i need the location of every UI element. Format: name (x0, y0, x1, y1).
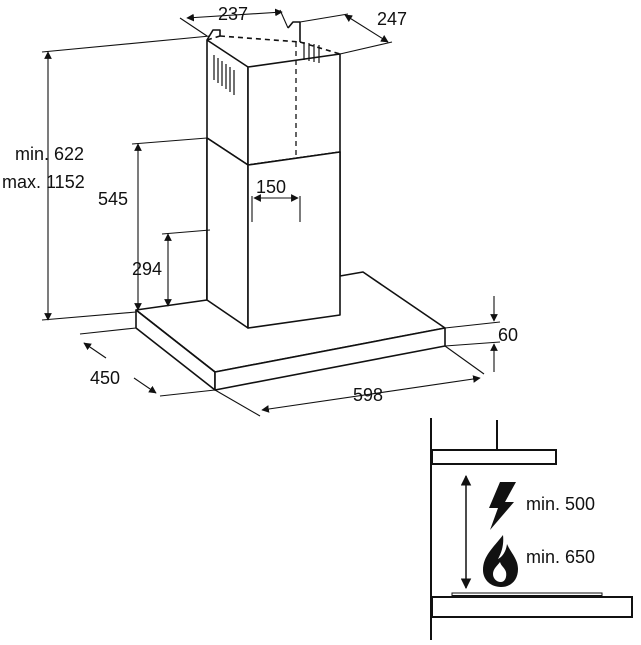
label-clearance-electric: min. 500 (526, 494, 595, 514)
label-duct-diameter: 150 (256, 177, 286, 197)
flame-icon (483, 535, 518, 587)
dimension-lines (41, 8, 501, 417)
inset-hood-canopy (431, 449, 557, 465)
label-chimney-lower-height: 545 (98, 189, 128, 209)
label-canopy-width: 598 (353, 385, 383, 405)
canopy (135, 137, 446, 391)
inset-hob-surface (451, 592, 603, 598)
label-clearance-gas: min. 650 (526, 547, 595, 567)
label-height-min: min. 622 (15, 144, 84, 164)
hood-drawing (135, 21, 446, 391)
label-canopy-depth: 450 (90, 368, 120, 388)
label-chimney-width: 237 (218, 4, 248, 24)
lightning-icon (489, 482, 516, 530)
inset-hob (431, 596, 633, 618)
chimney-upper (206, 21, 341, 166)
label-outlet-height: 294 (132, 259, 162, 279)
label-height-max: max. 1152 (2, 172, 85, 192)
clearance-inset: min. 500 min. 650 (430, 418, 633, 640)
vent-grille-right (303, 42, 320, 63)
label-canopy-thickness: 60 (498, 325, 518, 345)
vent-grille-left (213, 55, 235, 95)
label-chimney-depth: 247 (377, 9, 407, 29)
